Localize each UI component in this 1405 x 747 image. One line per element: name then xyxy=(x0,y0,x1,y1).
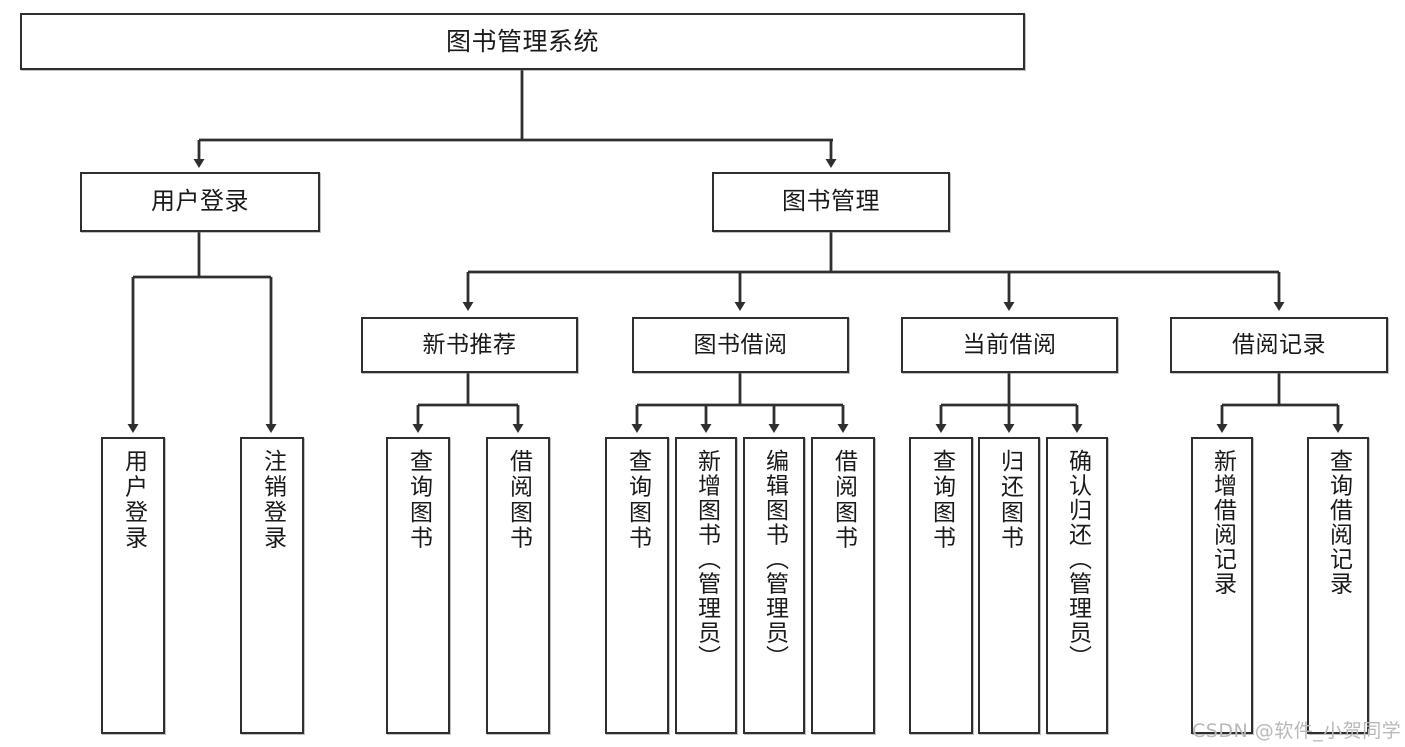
node-label: 图书管理系统 xyxy=(445,27,599,56)
node-root-system[interactable]: 图书管理系统 xyxy=(20,13,1025,70)
csdn-watermark: CSDN @软件_小贺同学 xyxy=(1192,720,1402,742)
leaf-borrow-book[interactable]: 借阅图书 xyxy=(811,437,875,734)
node-label: 借阅图书 xyxy=(505,449,532,551)
leaf-add-book-admin[interactable]: 新增图书（管理员） xyxy=(675,437,737,734)
node-label: 新增借阅记录 xyxy=(1209,449,1236,596)
node-book-management[interactable]: 图书管理 xyxy=(712,172,950,232)
node-label: 用户登录 xyxy=(120,449,147,551)
leaf-edit-book-admin[interactable]: 编辑图书（管理员） xyxy=(743,437,805,734)
leaf-user-login[interactable]: 用户登录 xyxy=(101,437,165,734)
node-book-borrow[interactable]: 图书借阅 xyxy=(632,317,849,373)
node-label: 当前借阅 xyxy=(962,331,1057,358)
leaf-query-borrow-record[interactable]: 查询借阅记录 xyxy=(1307,437,1369,734)
node-label: 查询借阅记录 xyxy=(1325,449,1352,596)
node-new-book-recommend[interactable]: 新书推荐 xyxy=(361,317,578,373)
node-label: 注销登录 xyxy=(259,449,286,551)
node-label: 查询图书 xyxy=(624,449,651,551)
leaf-confirm-return-admin[interactable]: 确认归还（管理员） xyxy=(1046,437,1108,734)
leaf-return-book[interactable]: 归还图书 xyxy=(978,437,1040,734)
node-label: 编辑图书（管理员） xyxy=(761,449,788,670)
leaf-query-book-borrow[interactable]: 查询图书 xyxy=(605,437,669,734)
node-label: 查询图书 xyxy=(405,449,432,551)
node-label: 图书借阅 xyxy=(693,331,788,358)
leaf-query-book-current[interactable]: 查询图书 xyxy=(909,437,973,734)
node-borrow-record[interactable]: 借阅记录 xyxy=(1170,317,1388,373)
node-label: 归还图书 xyxy=(996,449,1023,551)
leaf-logout[interactable]: 注销登录 xyxy=(240,437,304,734)
node-label: 查询图书 xyxy=(928,449,955,551)
node-label: 新增图书（管理员） xyxy=(693,449,720,670)
node-current-borrow[interactable]: 当前借阅 xyxy=(901,317,1118,373)
node-label: 图书管理 xyxy=(782,187,880,216)
leaf-query-book-recommend[interactable]: 查询图书 xyxy=(386,437,450,734)
node-label: 借阅记录 xyxy=(1232,331,1326,358)
node-label: 借阅图书 xyxy=(830,449,857,551)
leaf-borrow-book-recommend[interactable]: 借阅图书 xyxy=(486,437,550,734)
node-label: 用户登录 xyxy=(151,187,249,216)
node-user-login[interactable]: 用户登录 xyxy=(80,172,320,232)
node-label: 确认归还（管理员） xyxy=(1064,449,1091,670)
node-label: 新书推荐 xyxy=(422,331,517,358)
leaf-add-borrow-record[interactable]: 新增借阅记录 xyxy=(1191,437,1253,734)
